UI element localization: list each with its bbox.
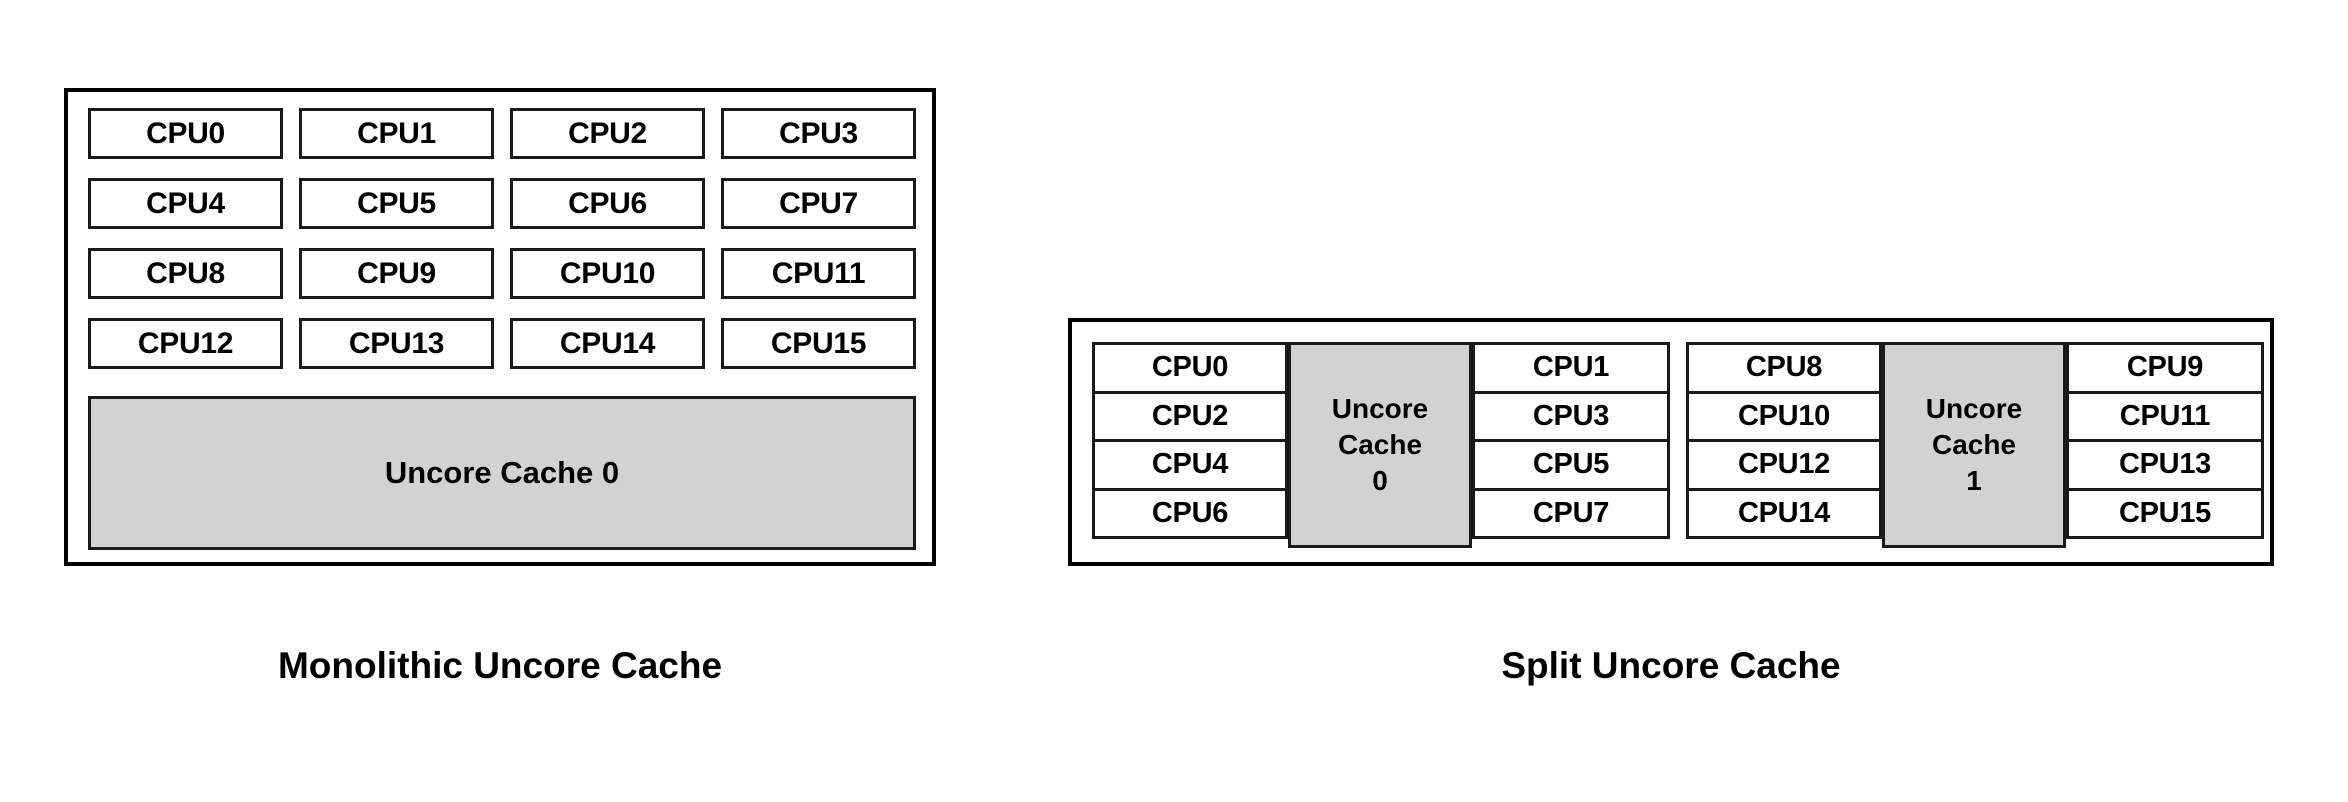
cpu-box: CPU5 bbox=[299, 178, 494, 229]
cpu-box: CPU4 bbox=[1092, 439, 1288, 491]
cpu-box: CPU8 bbox=[88, 248, 283, 299]
cache-label-line: 1 bbox=[1966, 464, 1982, 496]
cpu-box: CPU15 bbox=[2066, 487, 2264, 539]
cpu-box: CPU1 bbox=[1472, 342, 1670, 394]
cpu-box: CPU14 bbox=[1686, 487, 1882, 539]
cache-label-line: Uncore bbox=[1331, 393, 1429, 425]
split-uncore-panel: CPU0 CPU2 CPU4 CPU6 Uncore Cache 0 CPU1 … bbox=[1068, 318, 2274, 566]
cpu-box: CPU3 bbox=[1472, 390, 1670, 442]
cpu-box: CPU9 bbox=[299, 248, 494, 299]
cpu-box: CPU2 bbox=[510, 108, 705, 159]
cache-label-line: Cache bbox=[1931, 429, 2017, 461]
cpu-box: CPU11 bbox=[2066, 390, 2264, 442]
split-half-0-right-column: CPU1 CPU3 CPU5 CPU7 bbox=[1472, 342, 1670, 548]
cpu-box: CPU5 bbox=[1472, 439, 1670, 491]
cpu-box: CPU4 bbox=[88, 178, 283, 229]
cpu-box: CPU15 bbox=[721, 318, 916, 369]
cpu-box: CPU12 bbox=[1686, 439, 1882, 491]
cpu-box: CPU6 bbox=[510, 178, 705, 229]
cache-label-line: 0 bbox=[1372, 464, 1388, 496]
cache-label-line: Uncore bbox=[1925, 393, 2023, 425]
split-half-1: CPU8 CPU10 CPU12 CPU14 Uncore Cache 1 CP… bbox=[1686, 342, 2264, 548]
split-half-1-left-column: CPU8 CPU10 CPU12 CPU14 bbox=[1686, 342, 1882, 548]
cpu-box: CPU7 bbox=[1472, 487, 1670, 539]
caption-split-uncore-cache: Split Uncore Cache bbox=[1501, 645, 1841, 686]
cpu-box: CPU13 bbox=[299, 318, 494, 369]
uncore-cache-block: Uncore Cache 0 bbox=[88, 396, 916, 550]
split-half-0-left-column: CPU0 CPU2 CPU4 CPU6 bbox=[1092, 342, 1288, 548]
cpu-box: CPU10 bbox=[1686, 390, 1882, 442]
cpu-box: CPU10 bbox=[510, 248, 705, 299]
cpu-box: CPU14 bbox=[510, 318, 705, 369]
cpu-box: CPU6 bbox=[1092, 487, 1288, 539]
monolithic-cpu-grid: CPU0 CPU1 CPU2 CPU3 CPU4 CPU5 CPU6 CPU7 … bbox=[88, 108, 916, 369]
cpu-box: CPU9 bbox=[2066, 342, 2264, 394]
uncore-cache-block-1: Uncore Cache 1 bbox=[1882, 342, 2066, 548]
cache-label-line: Cache bbox=[1337, 429, 1423, 461]
cpu-box: CPU1 bbox=[299, 108, 494, 159]
cpu-box: CPU12 bbox=[88, 318, 283, 369]
cpu-box: CPU7 bbox=[721, 178, 916, 229]
cpu-box: CPU13 bbox=[2066, 439, 2264, 491]
cpu-box: CPU3 bbox=[721, 108, 916, 159]
cpu-box: CPU0 bbox=[1092, 342, 1288, 394]
split-half-0: CPU0 CPU2 CPU4 CPU6 Uncore Cache 0 CPU1 … bbox=[1092, 342, 1670, 548]
uncore-cache-block-0: Uncore Cache 0 bbox=[1288, 342, 1472, 548]
split-half-1-right-column: CPU9 CPU11 CPU13 CPU15 bbox=[2066, 342, 2264, 548]
cpu-box: CPU8 bbox=[1686, 342, 1882, 394]
cpu-box: CPU11 bbox=[721, 248, 916, 299]
cpu-box: CPU2 bbox=[1092, 390, 1288, 442]
monolithic-uncore-panel: CPU0 CPU1 CPU2 CPU3 CPU4 CPU5 CPU6 CPU7 … bbox=[64, 88, 936, 566]
caption-monolithic-uncore-cache: Monolithic Uncore Cache bbox=[277, 645, 723, 686]
cpu-box: CPU0 bbox=[88, 108, 283, 159]
